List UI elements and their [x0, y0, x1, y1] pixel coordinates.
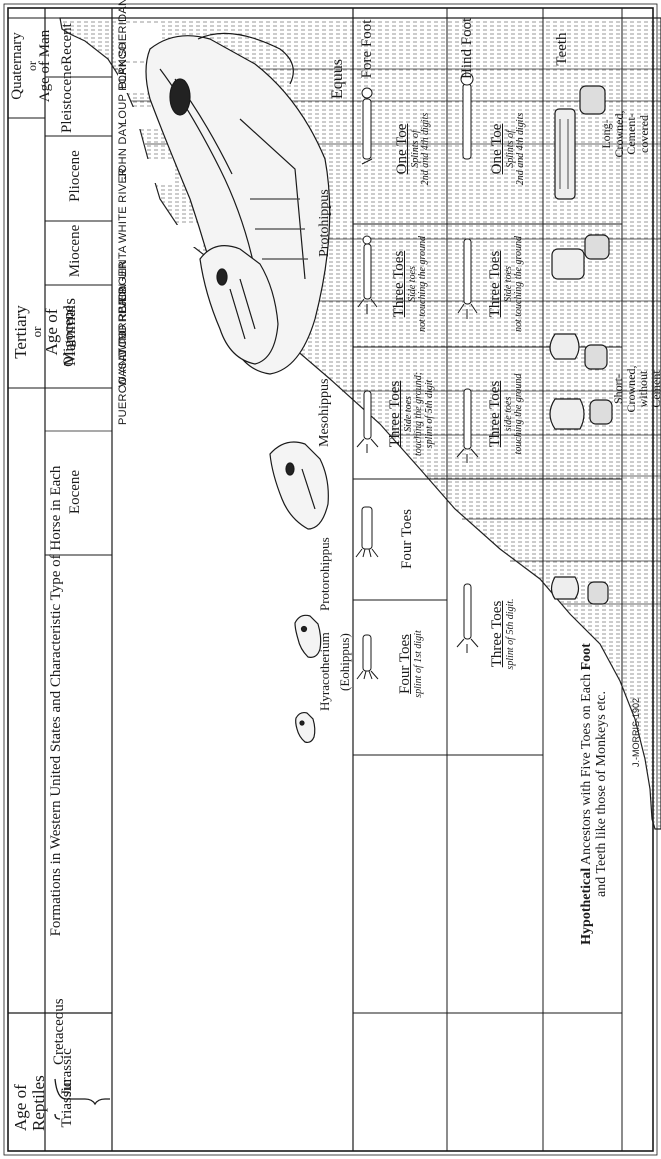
hyracotherium-skull: [296, 713, 315, 743]
short-tooth-c-crown: [588, 582, 608, 604]
horse-equus: Equus: [330, 59, 347, 99]
fore-three-toes-b-cell: Three Toes Side toes touching the ground…: [388, 359, 435, 469]
teeth-long-crowned: Long-Crowned,Cement-covered: [600, 99, 650, 169]
fore-four-toes-b-bone: [357, 635, 378, 679]
epoch-pleistocene: Pleistocene: [60, 77, 76, 133]
header-fore-foot: Fore Foot: [360, 19, 376, 79]
header-hind-foot: Hind Foot: [460, 19, 476, 79]
long-tooth-side: [555, 109, 575, 199]
short-tooth-a: [550, 334, 579, 359]
epoch-miocene: Miocene: [68, 221, 84, 281]
epoch-recent: Recent: [60, 19, 76, 69]
fore-four-toes-bone: [356, 507, 378, 557]
short-tooth-c: [552, 577, 579, 599]
horse-eohippus: (Eohippus): [338, 633, 352, 691]
fore-one-toe-bone: [362, 88, 372, 164]
header-teeth: Teeth: [555, 19, 571, 79]
stratum-puerco-torrejon: PUERCO AND TORREJON: [118, 283, 130, 425]
stratum-white-river: WHITE RIVER: [118, 168, 130, 243]
header-formations: Formations in Western United States and …: [49, 393, 65, 1009]
hypothetical-ancestors-note: Hypothetical Ancestors with Five Toes on…: [580, 609, 609, 979]
hind-three-toes-cell: Three Toes Side toes not touching the gr…: [488, 229, 525, 339]
artist-signature: J.-MORRIS-1902: [632, 698, 641, 767]
epoch-pliocene: Pliocene: [68, 137, 84, 215]
hind-three-toes-c-bone: [457, 584, 478, 653]
epoch-oligocene: Oligocene: [62, 288, 78, 384]
short-tooth-b: [550, 399, 584, 429]
short-tooth-b-crown: [590, 400, 612, 424]
fore-one-toe-cell: One Toe Splints of 2nd and 4th digits: [395, 94, 432, 204]
epoch-eocene: Eocene: [68, 437, 84, 547]
horse-mesohippus: Mesohippus: [318, 379, 333, 447]
short-tooth-a-crown: [585, 345, 607, 369]
stratum-loup-fork: LOUP FORK: [118, 59, 130, 125]
fore-four-toes-b-cell: Four Toes splint of 1st digit: [398, 609, 424, 719]
epoch-triassic: Triassic: [60, 1079, 76, 1129]
hind-three-toes-c-cell: Three Toes splint of 5th digit.: [490, 579, 516, 689]
horse-protorohippus: Protorohippus: [318, 537, 332, 611]
fore-three-toes-cell: Three Toes Side toes not touching the gr…: [392, 229, 429, 339]
horse-protohippus: Protohippus: [318, 189, 333, 257]
hind-one-toe-cell: One Toe Splints of 2nd and 4th digits: [490, 94, 527, 204]
fore-four-toes-cell: Four Toes: [400, 484, 416, 594]
mid-tooth-side: [552, 249, 584, 279]
horse-hyracotherium: Hyracotherium: [318, 632, 332, 711]
mid-tooth-crown: [585, 235, 609, 259]
hind-one-toe-bone: [461, 73, 473, 159]
mesohippus-skull: [270, 442, 328, 529]
hind-three-toes-b-cell: Three Toes side toes touching the ground: [488, 359, 525, 469]
